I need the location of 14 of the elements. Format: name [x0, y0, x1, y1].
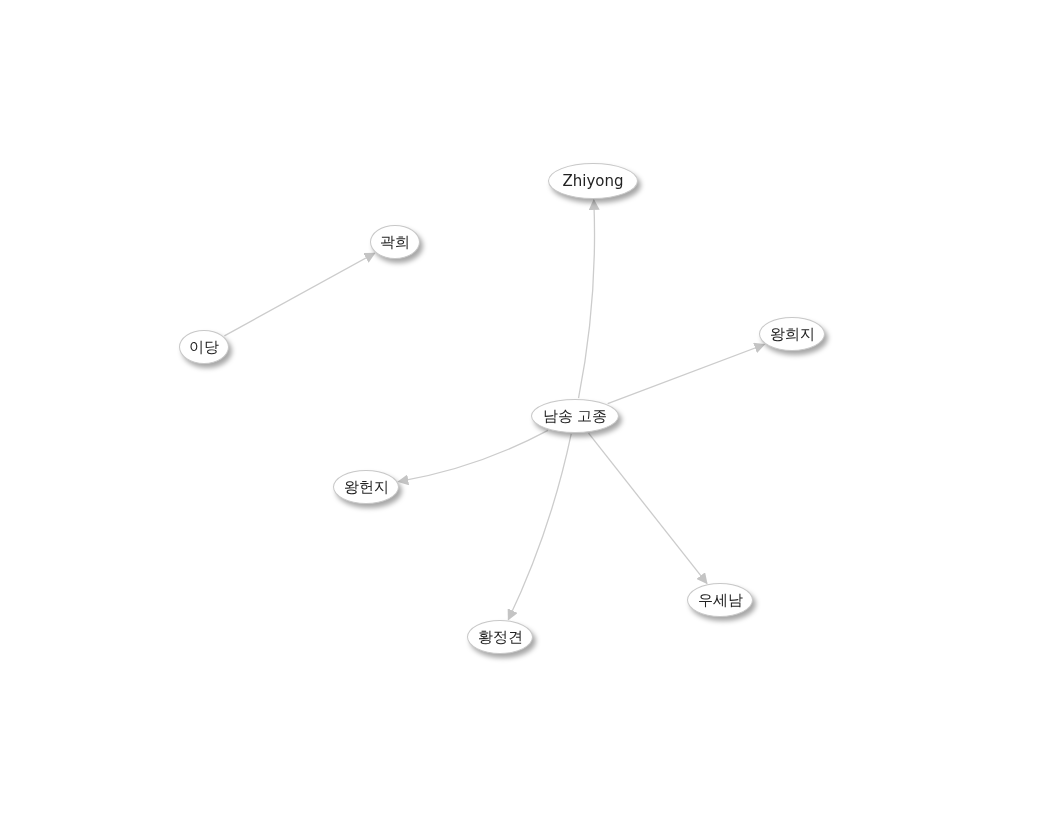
ellipse-node: 우세남	[687, 583, 753, 617]
ellipse-node: 남송 고종	[531, 399, 619, 433]
arrow	[223, 252, 376, 337]
arrow	[577, 198, 600, 399]
ellipse-node: 이당	[179, 330, 229, 364]
ellipse-node: 왕희지	[759, 317, 825, 351]
arrow	[607, 342, 766, 405]
ellipse-node: 곽희	[370, 225, 420, 259]
ellipse-node: 왕헌지	[333, 470, 399, 504]
ellipse-node: 황정견	[467, 620, 533, 654]
arrow	[507, 433, 572, 621]
arrow	[397, 429, 549, 486]
arrow	[587, 432, 708, 585]
ellipse-node: Zhiyong	[548, 163, 638, 199]
